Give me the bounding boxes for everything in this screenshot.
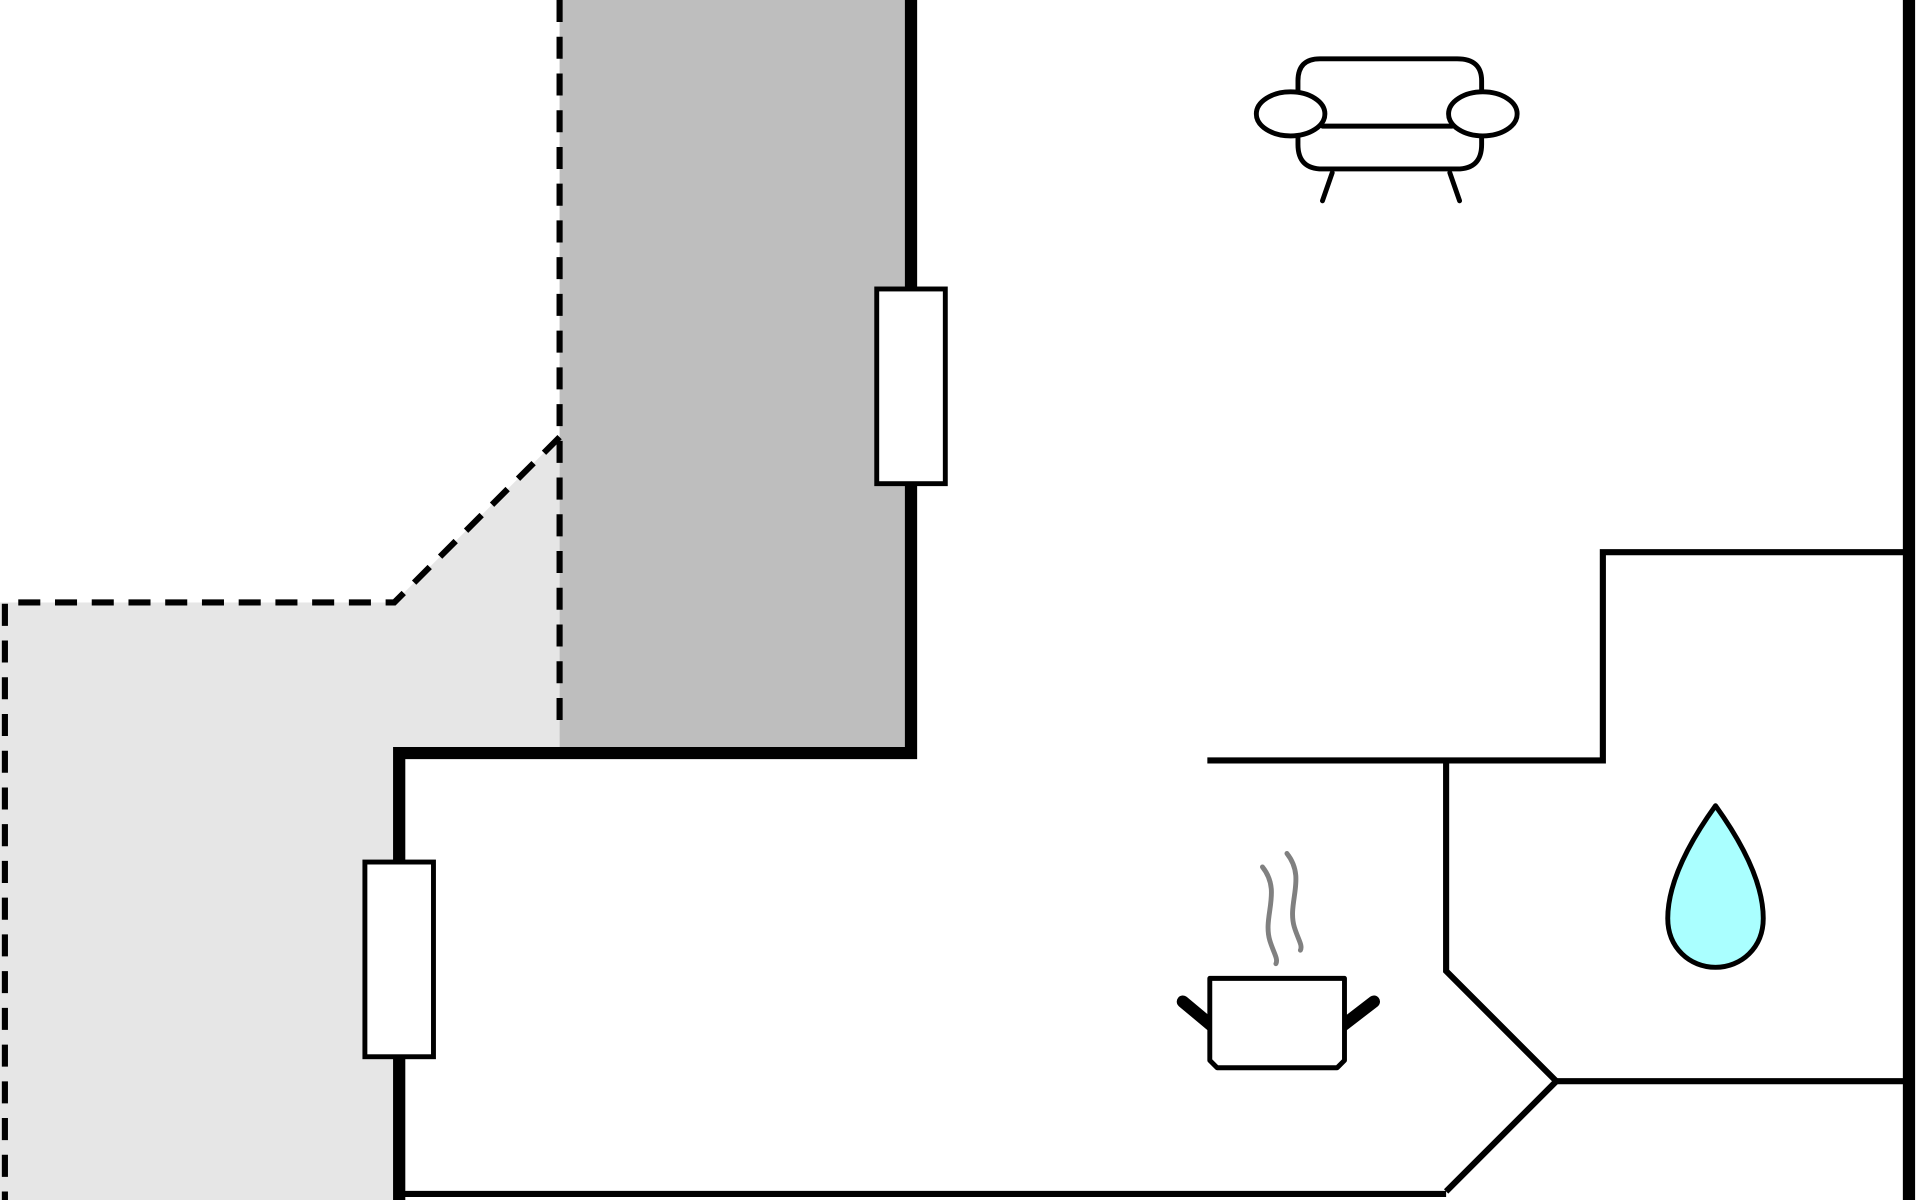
steam-icon xyxy=(1260,851,1304,967)
sofa-icon xyxy=(1253,56,1520,204)
window-upper xyxy=(874,286,948,487)
cooking-pot-icon xyxy=(1176,851,1380,1071)
window-lower xyxy=(362,859,436,1060)
windows xyxy=(362,286,948,1060)
terrace-boundary xyxy=(1,0,563,1200)
interior-wall-bathroom xyxy=(1443,760,1561,1194)
terrace-open-area xyxy=(0,437,560,1200)
interior-walls xyxy=(399,549,1907,1197)
terrace-area xyxy=(0,0,912,1200)
terrace-covered-area xyxy=(559,0,912,750)
terrace-boundary-angled xyxy=(1,434,562,1200)
interior-wall-upper xyxy=(1207,549,1907,764)
water-drop-icon xyxy=(1665,803,1766,970)
